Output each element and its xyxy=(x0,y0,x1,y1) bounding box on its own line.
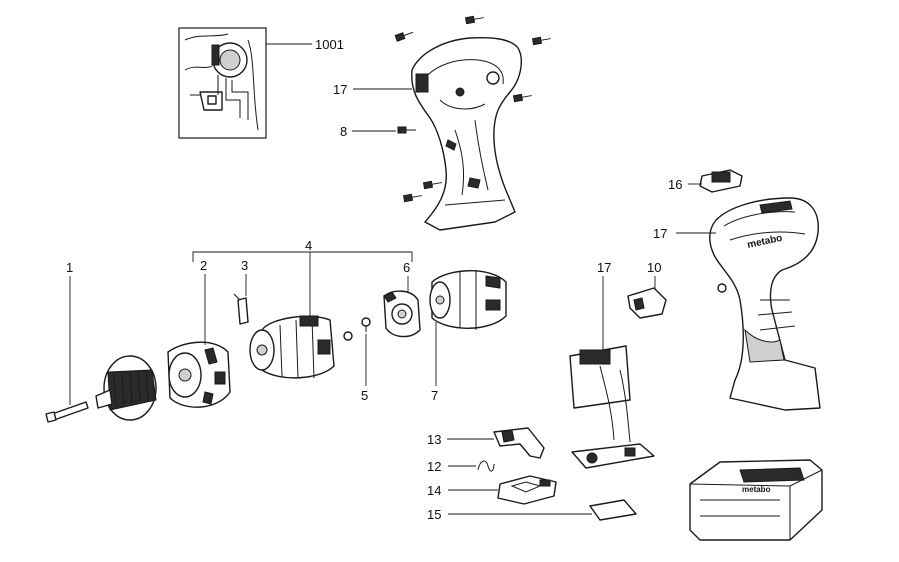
part-2-gear-ring xyxy=(167,341,231,408)
callout-12: 12 xyxy=(427,459,441,474)
inset-detail-1001 xyxy=(178,27,267,139)
callout-2: 2 xyxy=(200,258,207,273)
group-bracket-4 xyxy=(192,251,413,318)
callout-10: 10 xyxy=(647,260,661,275)
battery-brand-mark: metabo xyxy=(742,485,771,494)
callout-16: 16 xyxy=(668,177,682,192)
callout-17-right: 17 xyxy=(653,226,667,241)
callout-1001: 1001 xyxy=(315,37,344,52)
callout-14: 14 xyxy=(427,483,441,498)
callout-6: 6 xyxy=(403,260,410,275)
part-12-spring xyxy=(477,460,495,472)
part-6-flange xyxy=(383,290,421,338)
part-13-holder xyxy=(493,427,545,459)
callout-13: 13 xyxy=(427,432,441,447)
housing-screws xyxy=(394,15,551,203)
housing-half-right: metabo xyxy=(709,197,821,411)
part-10-lever xyxy=(627,287,667,319)
callout-4: 4 xyxy=(305,238,312,253)
callout-17-housing: 17 xyxy=(333,82,347,97)
part-14-base xyxy=(497,475,557,505)
callout-3: 3 xyxy=(241,258,248,273)
part-16-belt-clip xyxy=(699,169,743,193)
callout-15: 15 xyxy=(427,507,441,522)
battery-pack: metabo xyxy=(689,459,823,541)
callout-8-screw: 8 xyxy=(340,124,347,139)
callout-7: 7 xyxy=(431,388,438,403)
callout-1: 1 xyxy=(66,260,73,275)
part-1-bolt xyxy=(45,401,89,423)
part-17-switch xyxy=(569,345,655,469)
housing-half-left xyxy=(411,37,522,231)
keyless-chuck xyxy=(95,355,157,421)
part-15-label xyxy=(589,499,637,521)
part-3-clip xyxy=(233,293,249,325)
gearbox-assembly xyxy=(249,315,335,379)
callout-17-switch: 17 xyxy=(597,260,611,275)
part-7-motor xyxy=(429,270,507,330)
callout-5: 5 xyxy=(361,388,368,403)
part-5-screws xyxy=(343,317,371,341)
